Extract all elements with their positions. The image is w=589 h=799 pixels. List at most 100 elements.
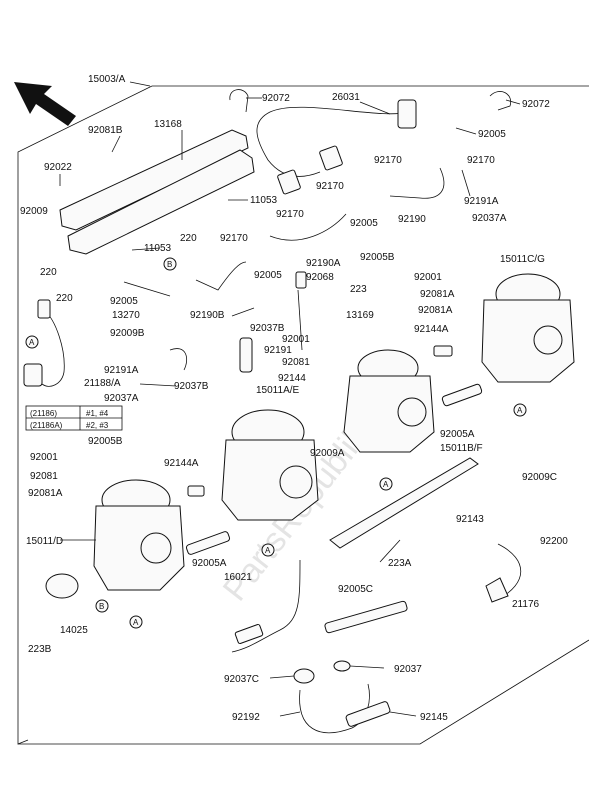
callout-21176: 21176 — [512, 599, 540, 610]
marker-label: B — [167, 260, 172, 269]
assembly-outline-left — [17, 85, 153, 745]
callout-92145: 92145 — [420, 712, 448, 723]
callout-92037: 92037 — [394, 664, 422, 675]
callout-92005B-top: 92005B — [360, 252, 395, 263]
marker-label: A — [517, 406, 523, 415]
callout-92005A: 92005A — [192, 558, 227, 569]
callout-223B: 223B — [28, 644, 52, 655]
callout-92037A-top: 92037A — [472, 213, 507, 224]
callout-14025: 14025 — [60, 625, 88, 636]
callout-26031: 26031 — [332, 92, 360, 103]
callout-92001-a: 92001 — [414, 272, 442, 283]
callout-92005B: 92005B — [88, 436, 123, 447]
callout-13168: 13168 — [154, 119, 182, 130]
callout-13169: 13169 — [346, 310, 374, 321]
marker-a-lower — [261, 543, 275, 557]
callout-92081-b: 92081 — [282, 357, 310, 368]
carb-holder-bracket — [67, 149, 255, 255]
callout-92009C: 92009C — [522, 472, 557, 483]
callout-92022: 92022 — [44, 162, 72, 173]
callout-92170-d: 92170 — [276, 209, 304, 220]
callout-92037A: 92037A — [104, 393, 139, 404]
callout-92191A-top: 92191A — [464, 196, 499, 207]
hose-92191A-lower — [169, 348, 187, 371]
sensor-connector — [37, 299, 51, 319]
cap-92068 — [295, 271, 307, 289]
callout-92170-a: 92170 — [374, 155, 402, 166]
spring-92145 — [345, 701, 391, 727]
callout-223: 223 — [350, 284, 367, 295]
variant-row2-part: (21186A) — [30, 421, 63, 430]
clip-92037C — [293, 668, 315, 684]
callout-92005-e: 92005 — [110, 296, 138, 307]
hose-92192 — [299, 683, 370, 734]
callout-16021: 16021 — [224, 572, 252, 583]
throttle-cable — [231, 559, 301, 653]
callout-92081B: 92081B — [88, 125, 123, 136]
callout-15011AE: 15011A/E — [256, 385, 300, 396]
callout-92081-c: 92081 — [30, 471, 58, 482]
hose-92191A — [461, 169, 471, 197]
hose-92005 — [123, 281, 171, 297]
variant-row1-cylinders: #1, #4 — [86, 409, 109, 418]
callout-92072-left: 92072 — [262, 93, 290, 104]
variant-table: (21186) #1, #4 (21186A) #2, #3 — [25, 405, 123, 431]
callout-92009: 92009 — [20, 206, 48, 217]
marker-label: A — [265, 546, 271, 555]
sensor-21188 — [23, 363, 43, 387]
variant-row2-cylinders: #2, #3 — [86, 421, 109, 430]
callout-92190A: 92190A — [306, 258, 341, 269]
callout-92009A: 92009A — [310, 448, 345, 459]
cable-bracket — [234, 623, 264, 645]
callout-21188A: 21188/A — [84, 378, 121, 389]
carb-a-body — [221, 439, 319, 521]
carb-a-throat — [279, 465, 313, 499]
callout-labels: 15003/A 92072 26031 92072 92081B 13168 9… — [20, 74, 568, 723]
fuel-rail-bracket — [59, 129, 249, 231]
fuel-connector — [397, 99, 417, 129]
callout-92081A-top: 92081A — [418, 305, 453, 316]
callout-92190: 92190 — [398, 214, 426, 225]
callout-92200: 92200 — [540, 536, 568, 547]
hose-92191 — [239, 337, 253, 373]
ring-92037 — [333, 660, 351, 672]
callout-92037C: 92037C — [224, 674, 259, 685]
callout-13270: 13270 — [112, 310, 140, 321]
marker-b-lower — [95, 599, 109, 613]
callout-220-b: 220 — [40, 267, 57, 278]
callout-92170-e: 92170 — [220, 233, 248, 244]
callout-15011D: 15011/D — [26, 536, 63, 547]
callout-92170-c: 92170 — [316, 181, 344, 192]
clamp-left — [229, 89, 249, 113]
carb-b-body — [343, 375, 435, 453]
callout-92072-right: 92072 — [522, 99, 550, 110]
carb-c-body — [481, 299, 575, 383]
cover-14025 — [45, 573, 79, 599]
sensor-wire — [41, 309, 65, 387]
callout-92170-b: 92170 — [467, 155, 495, 166]
hose-92190A — [269, 213, 347, 241]
pipe-92005A-right — [441, 383, 483, 407]
callout-92192: 92192 — [232, 712, 260, 723]
callout-92068: 92068 — [306, 272, 334, 283]
callout-223A: 223A — [388, 558, 412, 569]
variant-row1-part: (21186) — [30, 409, 57, 418]
callout-92191A: 92191A — [104, 365, 139, 376]
callout-92005-top: 92005 — [478, 129, 506, 140]
callout-92005C: 92005C — [338, 584, 373, 595]
hose-fitting-left — [277, 169, 301, 195]
callout-92144: 92144 — [278, 373, 306, 384]
callout-92005-d: 92005 — [254, 270, 282, 281]
callout-92144A-top: 92144A — [414, 324, 449, 335]
callout-11053-a: 11053 — [250, 195, 278, 206]
callout-92144A: 92144A — [164, 458, 199, 469]
marker-b-upper — [163, 257, 177, 271]
callout-220-a: 220 — [180, 233, 197, 244]
callout-15003A: 15003/A — [88, 74, 126, 85]
pipe-92005C — [324, 600, 408, 634]
carb-c-throat — [533, 325, 563, 355]
marker-label: A — [383, 480, 389, 489]
hose-92190 — [389, 167, 445, 199]
marker-a-centre — [379, 477, 393, 491]
